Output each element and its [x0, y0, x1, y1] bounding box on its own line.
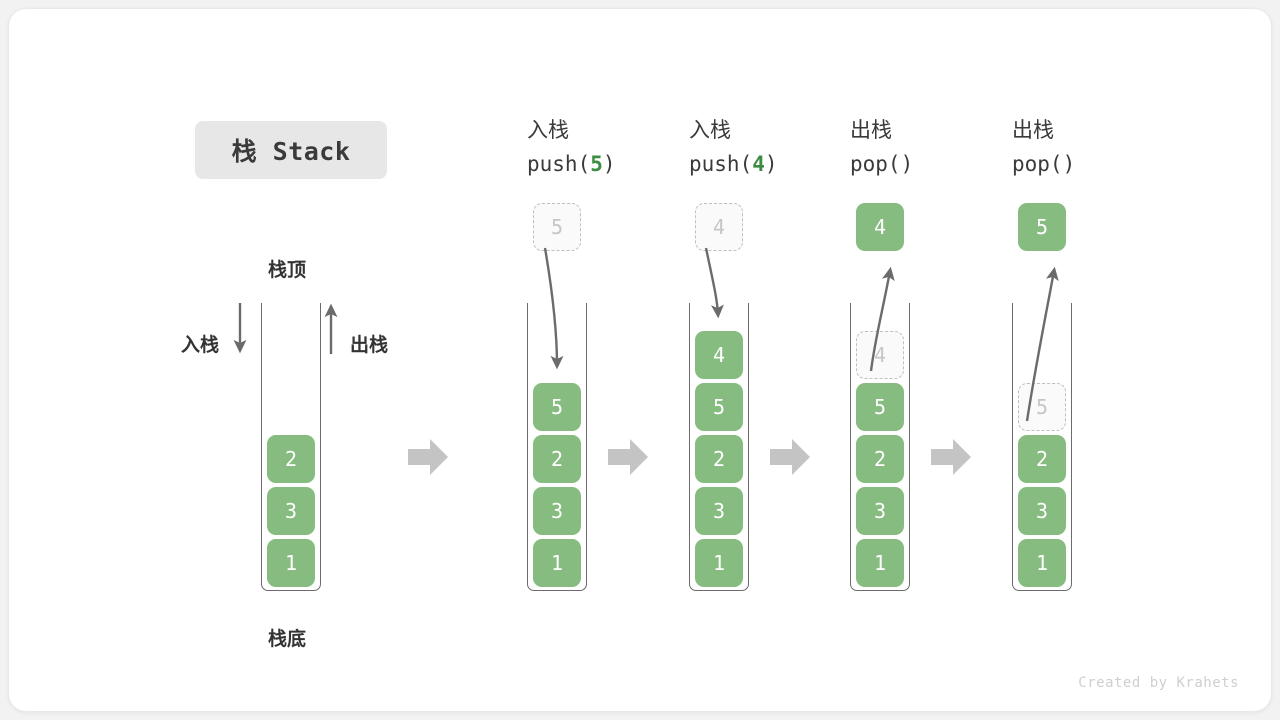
- step-1-block: 5: [533, 383, 581, 431]
- popped-block-step-4: 5: [1018, 203, 1066, 251]
- step-op-label-2: 入栈: [689, 118, 731, 142]
- reference-stack-block: 3: [267, 487, 315, 535]
- footer-credit: Created by Krahets: [1078, 675, 1239, 691]
- step-2-block: 5: [695, 383, 743, 431]
- step-2-block: 1: [695, 539, 743, 587]
- step-op-code-1: push(5): [527, 152, 616, 176]
- step-2-block: 2: [695, 435, 743, 483]
- ghost-block-step-4: 5: [1018, 383, 1066, 431]
- popped-block-step-3: 4: [856, 203, 904, 251]
- flow-chevron-0: [406, 436, 450, 478]
- step-tube-4: [1012, 303, 1072, 591]
- flow-chevron-1: [606, 436, 650, 478]
- step-title-2: 入栈 push(4): [689, 113, 778, 181]
- step-1-block: 2: [533, 435, 581, 483]
- step-3-block: 2: [856, 435, 904, 483]
- step-title-4: 出栈 pop(): [1012, 113, 1075, 181]
- step-4-block: 3: [1018, 487, 1066, 535]
- step-3-block: 3: [856, 487, 904, 535]
- step-2-block: 3: [695, 487, 743, 535]
- step-op-label-4: 出栈: [1012, 118, 1054, 142]
- reference-stack-block: 2: [267, 435, 315, 483]
- flow-chevron-2: [768, 436, 812, 478]
- step-1-block: 3: [533, 487, 581, 535]
- arrow-overlay: [233, 247, 1059, 422]
- reference-stack-block: 1: [267, 539, 315, 587]
- step-tube-2: [689, 303, 749, 591]
- ghost-block-step-3: 4: [856, 331, 904, 379]
- step-2-block: 4: [695, 331, 743, 379]
- step-title-3: 出栈 pop(): [850, 113, 913, 181]
- pop-direction-label: 出栈: [350, 334, 389, 356]
- step-op-code-3: pop(): [850, 152, 914, 176]
- flow-chevron-3: [929, 436, 973, 478]
- reference-stack-tube: [261, 303, 321, 591]
- step-tube-3: [850, 303, 910, 591]
- step-1-block: 1: [533, 539, 581, 587]
- step-op-code-4: pop(): [1012, 152, 1076, 176]
- step-title-1: 入栈 push(5): [527, 113, 616, 181]
- diagram-title-text: 栈 Stack: [231, 137, 351, 166]
- step-op-label-3: 出栈: [850, 118, 892, 142]
- ghost-block-step-1: 5: [533, 203, 581, 251]
- stack-top-label: 栈顶: [268, 259, 307, 281]
- step-3-block: 5: [856, 383, 904, 431]
- stack-bottom-label: 栈底: [268, 628, 307, 650]
- step-4-block: 1: [1018, 539, 1066, 587]
- step-4-block: 2: [1018, 435, 1066, 483]
- ghost-block-step-2: 4: [695, 203, 743, 251]
- push-direction-label: 入栈: [181, 334, 220, 356]
- step-tube-1: [527, 303, 587, 591]
- step-op-code-2: push(4): [689, 152, 778, 176]
- step-op-label-1: 入栈: [527, 118, 569, 142]
- step-3-block: 1: [856, 539, 904, 587]
- diagram-title-badge: 栈 Stack: [195, 121, 387, 179]
